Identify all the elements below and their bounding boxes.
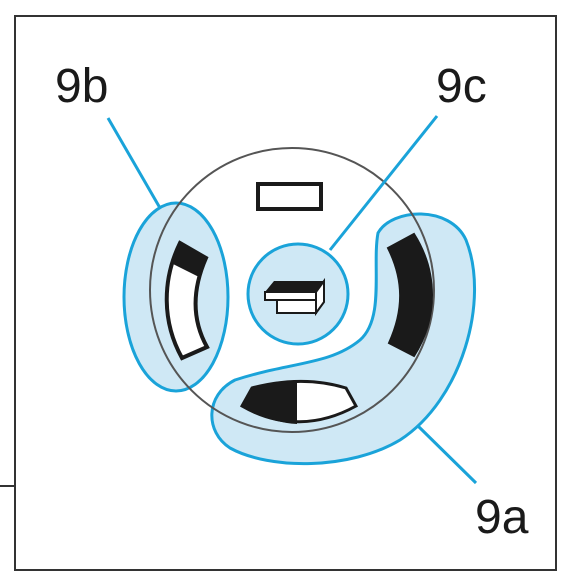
- connector-outline: [149, 147, 435, 433]
- leader-9b: [106, 117, 162, 209]
- label-9b: 9b: [55, 60, 108, 113]
- leader-9c: [328, 115, 439, 251]
- leader-9a: [416, 424, 478, 485]
- contact-9c: [264, 277, 325, 317]
- label-9a: 9a: [475, 491, 529, 544]
- contact-9a-right: [386, 232, 433, 358]
- label-9c: 9c: [436, 60, 487, 113]
- key-slot: [256, 182, 323, 211]
- contact-9b-tip: [173, 243, 206, 277]
- contact-9a-bottom-filled: [242, 381, 297, 424]
